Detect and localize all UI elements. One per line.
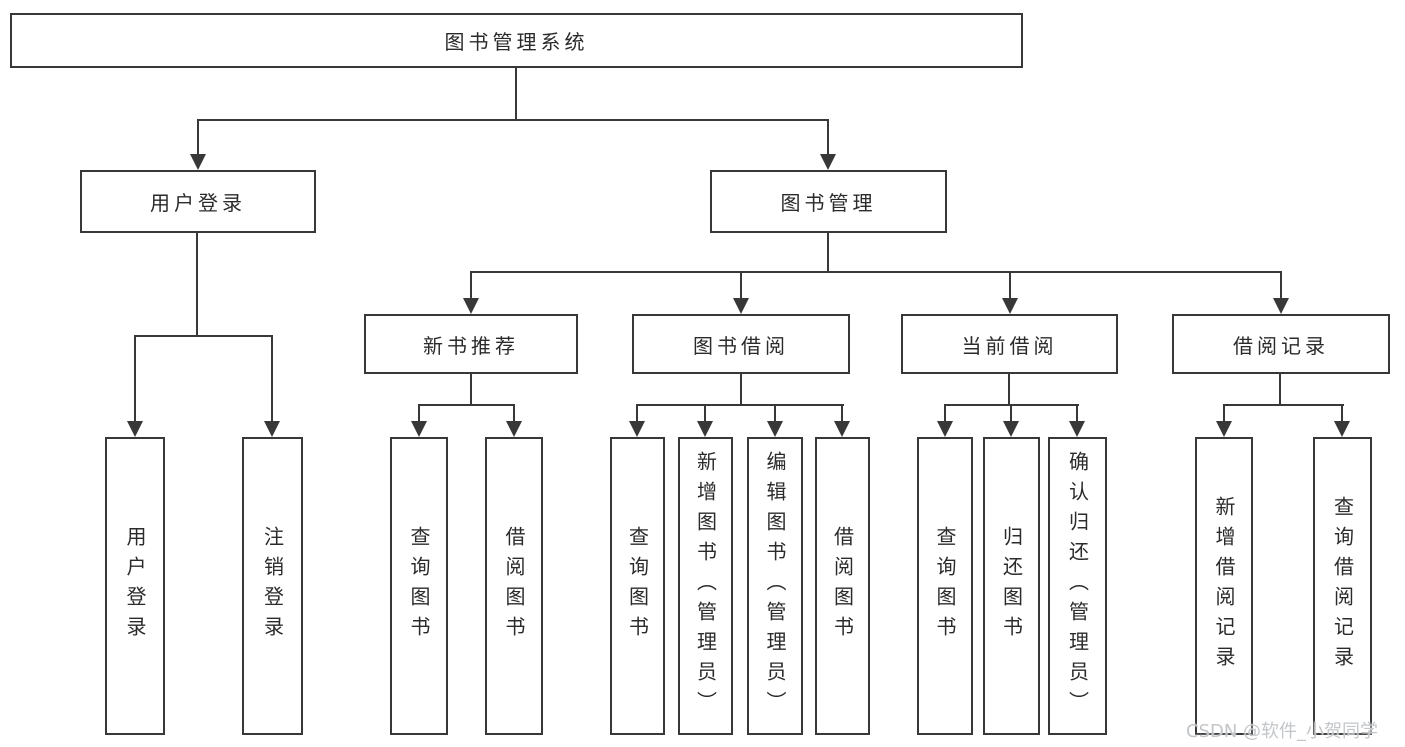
connector-drop — [1223, 404, 1225, 423]
connector-book-borrow-stem — [740, 374, 742, 406]
arrow-down-icon — [937, 421, 953, 437]
connector-drop — [740, 271, 742, 300]
connector-book-mgmt-hline — [470, 271, 1282, 273]
arrow-down-icon — [1003, 421, 1019, 437]
arrow-down-icon — [629, 421, 645, 437]
leaf-cb-query-books: 查询图书 — [917, 437, 973, 735]
arrow-down-icon — [767, 421, 783, 437]
connector-drop — [1076, 404, 1078, 423]
arrow-down-icon — [1216, 421, 1232, 437]
connector-book-mgmt-stem — [827, 233, 829, 273]
connector-drop — [636, 404, 638, 423]
arrow-down-icon — [190, 154, 206, 170]
node-borrow-records: 借阅记录 — [1172, 314, 1390, 374]
arrow-down-icon — [820, 154, 836, 170]
leaf-br-query-record: 查询借阅记录 — [1313, 437, 1372, 735]
leaf-logout: 注销登录 — [242, 437, 303, 735]
connector-drop — [1280, 271, 1282, 300]
arrow-down-icon — [264, 421, 280, 437]
leaf-bb-add-book-admin: 新增图书（管理员） — [678, 437, 733, 735]
connector-drop — [1341, 404, 1343, 423]
connector-drop — [774, 404, 776, 423]
watermark: CSDN @软件_小贺同学 — [1186, 721, 1379, 742]
connector-drop — [1009, 271, 1011, 300]
connector-new-book-hline — [418, 404, 515, 406]
connector-user-login-stem — [196, 233, 198, 337]
node-root: 图书管理系统 — [10, 13, 1023, 68]
connector-drop — [197, 119, 199, 156]
node-book-borrow: 图书借阅 — [632, 314, 850, 374]
arrow-down-icon — [1273, 298, 1289, 314]
arrow-down-icon — [1002, 298, 1018, 314]
arrow-down-icon — [834, 421, 850, 437]
connector-drop — [271, 335, 273, 423]
leaf-cb-confirm-return-admin: 确认归还（管理员） — [1048, 437, 1107, 735]
leaf-user-login: 用户登录 — [105, 437, 165, 735]
connector-drop — [1010, 404, 1012, 423]
connector-new-book-stem — [470, 374, 472, 406]
connector-book-borrow-hline — [636, 404, 844, 406]
connector-drop — [944, 404, 946, 423]
leaf-bb-edit-book-admin: 编辑图书（管理员） — [747, 437, 803, 735]
connector-drop — [134, 335, 136, 423]
node-book-management: 图书管理 — [710, 170, 947, 233]
arrow-down-icon — [1069, 421, 1085, 437]
leaf-nbr-borrow-books: 借阅图书 — [485, 437, 543, 735]
connector-current-borrow-stem — [1008, 374, 1010, 406]
connector-root-hline — [197, 119, 829, 121]
connector-drop — [841, 404, 843, 423]
connector-user-login-hline — [134, 335, 273, 337]
node-user-login: 用户登录 — [80, 170, 316, 233]
leaf-br-add-record: 新增借阅记录 — [1195, 437, 1253, 735]
arrow-down-icon — [697, 421, 713, 437]
connector-root-stem — [515, 68, 517, 120]
node-current-borrow: 当前借阅 — [901, 314, 1118, 374]
connector-borrow-records-stem — [1279, 374, 1281, 406]
leaf-bb-borrow-books: 借阅图书 — [815, 437, 870, 735]
arrow-down-icon — [733, 298, 749, 314]
arrow-down-icon — [411, 421, 427, 437]
connector-drop — [704, 404, 706, 423]
leaf-bb-query-books: 查询图书 — [610, 437, 665, 735]
leaf-cb-return-books: 归还图书 — [983, 437, 1040, 735]
arrow-down-icon — [506, 421, 522, 437]
arrow-down-icon — [463, 298, 479, 314]
arrow-down-icon — [1334, 421, 1350, 437]
node-new-book-recommend: 新书推荐 — [364, 314, 578, 374]
leaf-nbr-query-books: 查询图书 — [390, 437, 448, 735]
connector-drop — [418, 404, 420, 423]
connector-drop — [470, 271, 472, 300]
connector-drop — [513, 404, 515, 423]
arrow-down-icon — [127, 421, 143, 437]
connector-borrow-records-hline — [1223, 404, 1344, 406]
connector-drop — [827, 119, 829, 156]
